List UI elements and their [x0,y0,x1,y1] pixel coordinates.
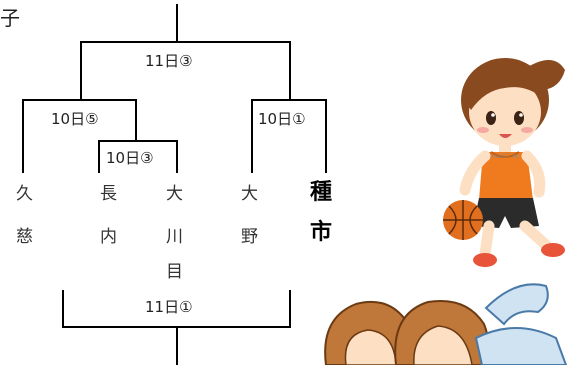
basketball-player-illustration [435,40,577,272]
team-3-char-1: 大 [166,184,183,204]
team-4-char-2: 野 [241,227,258,247]
team-1-char-2: 慈 [16,227,33,247]
team-2-char-1: 長 [100,184,117,204]
match-label-semi-right: 10日① [256,110,308,128]
corner-text: 子 [0,6,20,30]
match-label-semi-left: 10日⑤ [49,110,101,128]
watermark: ILLUST AC [490,153,521,160]
team-1-char-1: 久 [16,184,33,204]
team-4-char-1: 大 [241,184,258,204]
team-2-char-2: 内 [100,227,117,247]
match-label-quarter: 10日③ [104,149,156,167]
team-3-char-3: 目 [166,262,183,282]
team-5-char-2: 市 [310,220,333,245]
team-5-char-1: 種 [310,180,333,205]
team-3-char-2: 川 [166,227,183,247]
judo-kids-illustration [316,278,577,365]
match-label-final: 11日③ [143,52,195,70]
match-label-lower: 11日① [143,298,195,316]
